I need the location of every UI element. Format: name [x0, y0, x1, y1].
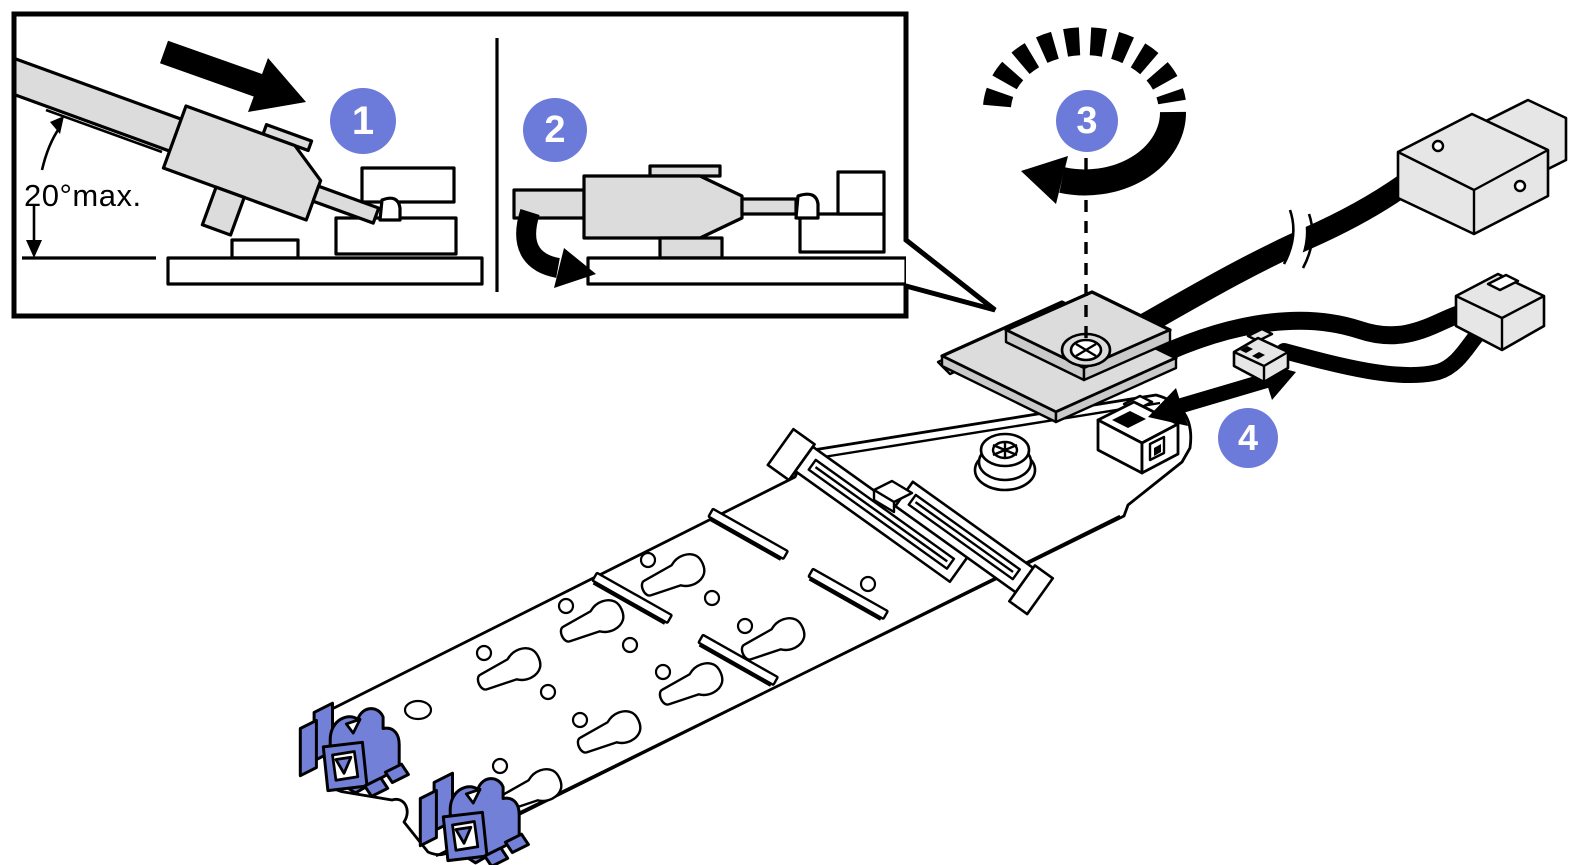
- installed-m2-drive: [936, 290, 1178, 424]
- step-badge-2: 2: [523, 98, 587, 162]
- step-badge-1: 1: [330, 88, 396, 154]
- cable-plug: [1232, 327, 1290, 384]
- plug-unplug-arrow-icon: [1148, 362, 1296, 426]
- cable-assembly: [1099, 98, 1568, 384]
- angle-annotation: [22, 108, 163, 260]
- slot-divider-block: [872, 479, 914, 514]
- tighten-screw-rotation-icon: [983, 27, 1187, 204]
- cable-break-icon: [1282, 209, 1314, 270]
- callout-box-border: [11, 11, 997, 319]
- step2-panel: [512, 164, 906, 288]
- m2-connector-slot-1: [766, 427, 969, 584]
- power-cable-2: [1276, 326, 1486, 384]
- max-angle-label: 20°max.: [24, 178, 142, 213]
- m2-drive-angled: [16, 53, 381, 237]
- m2-connector-slot-2: [894, 480, 1055, 616]
- board-edge-wall: [810, 401, 1161, 461]
- thumbscrew: [973, 432, 1037, 492]
- signal-cable-connector: [1396, 98, 1568, 236]
- rotate-down-arrow-icon: [516, 208, 596, 288]
- board-outline: [324, 393, 1193, 857]
- mounting-holes: [403, 551, 877, 775]
- m2-drive-flat: [512, 164, 798, 260]
- insertion-arrow-icon: [159, 40, 306, 112]
- drive-screw: [1060, 332, 1112, 368]
- power-cable-connector: [1454, 272, 1546, 352]
- callout-inset-box: [11, 11, 997, 319]
- m2-backplane-board: [324, 393, 1193, 858]
- step1-panel: [16, 40, 484, 286]
- step-badge-4: 4: [1218, 408, 1278, 468]
- board-cable-socket: [1096, 394, 1180, 475]
- power-cable-1: [1121, 303, 1475, 379]
- step-badge-3: 3: [1056, 90, 1118, 152]
